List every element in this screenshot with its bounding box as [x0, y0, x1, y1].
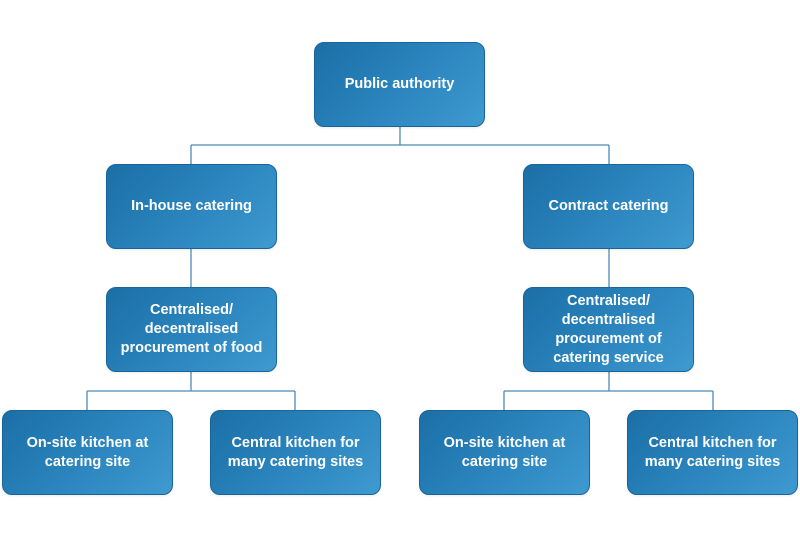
node-label: On-site kitchen at catering site	[443, 434, 566, 470]
node-contract-onsite-kitchen: On-site kitchen at catering site	[419, 410, 590, 495]
node-label: Central kitchen for many catering sites	[227, 434, 364, 470]
node-label: On-site kitchen at catering site	[26, 434, 149, 470]
node-procurement-food: Centralised/ decentralised procurement o…	[106, 287, 277, 372]
node-contract-catering: Contract catering	[523, 164, 694, 249]
node-label: Central kitchen for many catering sites	[644, 434, 781, 470]
node-label: Contract catering	[548, 198, 669, 214]
node-label: Centralised/ decentralised procurement o…	[553, 292, 664, 366]
node-label: Centralised/ decentralised procurement o…	[120, 302, 263, 356]
node-public-authority: Public authority	[314, 42, 485, 127]
node-label: In-house catering	[131, 198, 252, 214]
node-label: Public authority	[344, 76, 455, 92]
connector-service-leaves	[503, 372, 714, 410]
connector-root-branch	[190, 127, 610, 164]
node-procurement-service: Centralised/ decentralised procurement o…	[523, 287, 694, 372]
connector-food-leaves	[86, 372, 296, 410]
node-inhouse-onsite-kitchen: On-site kitchen at catering site	[2, 410, 173, 495]
node-in-house-catering: In-house catering	[106, 164, 277, 249]
node-contract-central-kitchen: Central kitchen for many catering sites	[627, 410, 798, 495]
node-inhouse-central-kitchen: Central kitchen for many catering sites	[210, 410, 381, 495]
